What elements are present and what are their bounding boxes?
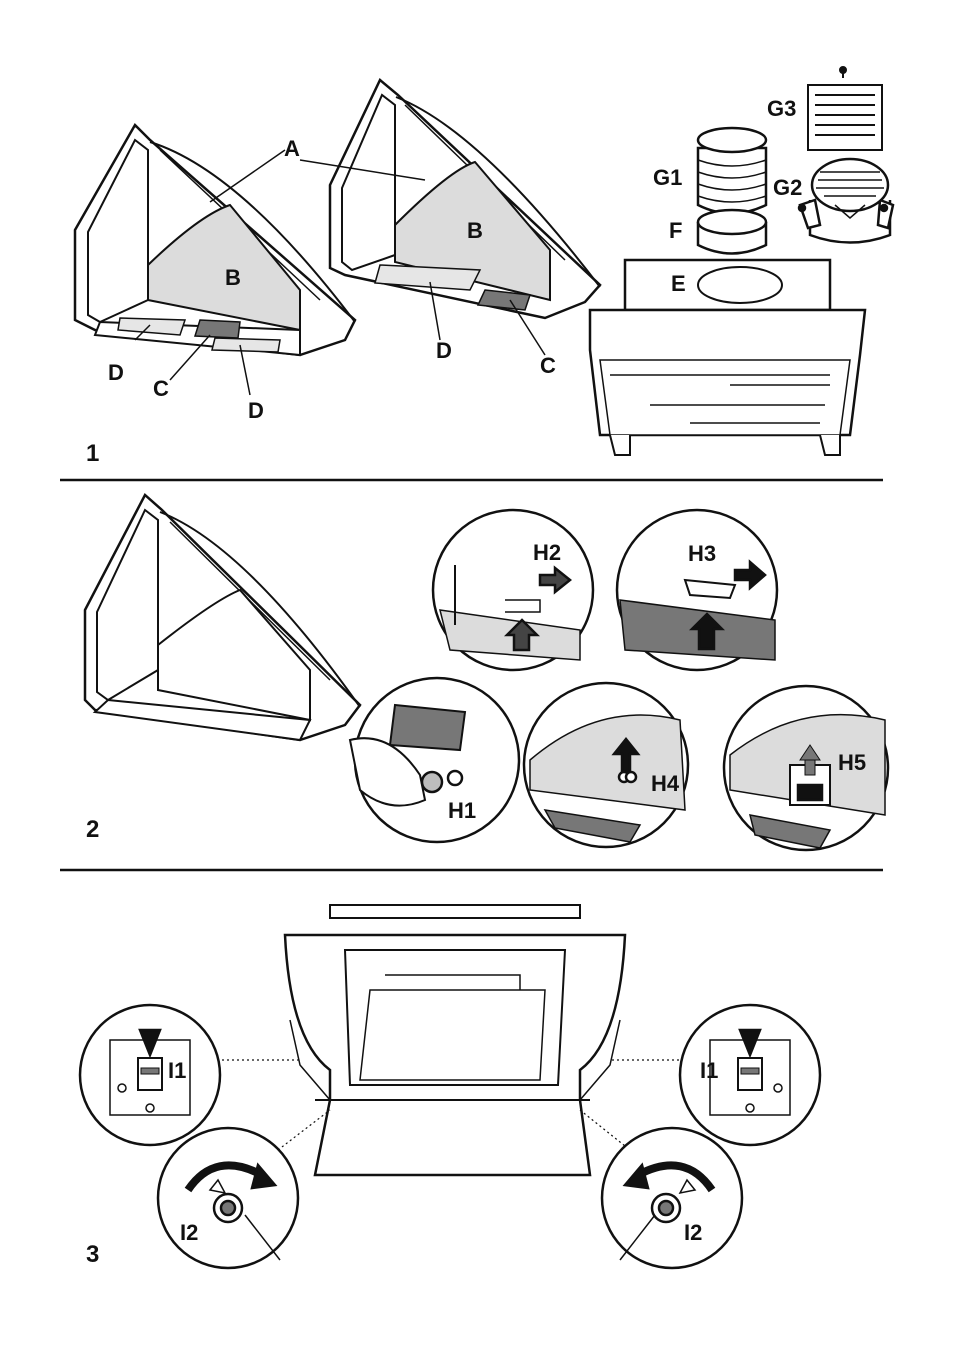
panel-number-2: 2 [86, 816, 99, 843]
panel-number-1: 1 [86, 440, 99, 467]
hood-right-illustration [328, 78, 602, 320]
label-D-left: D [108, 360, 124, 385]
panel-2: H1 H2 H3 H4 H5 2 [83, 493, 890, 852]
detail-circle-H1 [348, 676, 521, 844]
hood-front-illustration [283, 904, 627, 1177]
label-H1: H1 [448, 798, 476, 823]
label-C-left: C [153, 376, 169, 401]
panel-number-3: 3 [86, 1241, 99, 1268]
label-H2: H2 [533, 540, 561, 565]
label-D-right: D [248, 398, 264, 423]
label-H4: H4 [651, 771, 680, 796]
dotted-connectors [222, 1059, 682, 1151]
rectangular-grille-illustration [807, 66, 883, 151]
label-D-center: D [436, 338, 452, 363]
label-A: A [284, 136, 300, 161]
round-grille-illustration [797, 157, 895, 244]
detail-circle-H4 [522, 681, 690, 849]
label-B-left: B [225, 265, 241, 290]
panel-1: A B B C C D D D E F G1 G2 G3 1 [73, 66, 895, 467]
label-I2-left: I2 [180, 1220, 198, 1245]
detail-circle-I2-left [156, 1126, 300, 1270]
detail-circle-I1-left [78, 1003, 222, 1147]
wall-cabinet-illustration [588, 258, 867, 456]
label-I1-left: I1 [168, 1058, 186, 1083]
detail-circle-I2-right [600, 1126, 744, 1270]
label-E: E [671, 271, 686, 296]
label-F: F [669, 218, 682, 243]
detail-circle-H3 [615, 508, 779, 672]
label-B-right: B [467, 218, 483, 243]
panel-3: I1 I1 I2 I2 3 [78, 904, 822, 1270]
leader-lines-panel-1 [134, 149, 546, 396]
hood-left-illustration [73, 122, 357, 357]
detail-circle-H5 [722, 684, 890, 852]
label-G1: G1 [653, 165, 682, 190]
label-H3: H3 [688, 541, 716, 566]
label-H5: H5 [838, 750, 866, 775]
duct-pipe-illustration [696, 126, 768, 255]
label-G2: G2 [773, 175, 802, 200]
detail-circle-H2 [431, 508, 595, 672]
label-I2-right: I2 [684, 1220, 702, 1245]
label-G3: G3 [767, 96, 796, 121]
label-C-right: C [540, 353, 556, 378]
hood-closed-illustration [83, 493, 362, 742]
detail-circle-I1-right [678, 1003, 822, 1147]
label-I1-right: I1 [700, 1058, 718, 1083]
